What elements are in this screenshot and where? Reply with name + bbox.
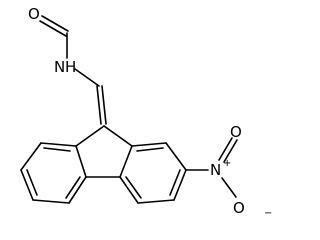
- right-ring-bond-4: [173, 169, 187, 201]
- c9-c8a-bond: [103, 125, 133, 147]
- formyl-oxygen-label: O: [28, 5, 40, 23]
- right-ring-inner-2: [169, 169, 181, 196]
- five-membered-ring: [75, 125, 133, 178]
- nitro-oxygen-top-label: O: [230, 123, 242, 141]
- right-ring-bond-3: [137, 199, 175, 204]
- right-ring-inner-1: [125, 176, 142, 199]
- left-ring-inner-3: [65, 176, 81, 199]
- c-o-double-bond-b: [39, 20, 67, 37]
- amide-nitrogen-label: N: [54, 58, 65, 76]
- nitro-plus-charge: +: [223, 158, 231, 169]
- right-ring-bond-2: [119, 176, 139, 204]
- n-o-single-bond: [221, 177, 237, 198]
- amide-hydrogen-label: H: [65, 58, 76, 76]
- c9-c9a-bond: [75, 125, 105, 147]
- left-ring-bond-1: [40, 142, 77, 147]
- formyl-group: [39, 15, 107, 125]
- right-ring-bond-6: [131, 142, 167, 147]
- c-o-double-bond-a: [41, 15, 69, 32]
- left-ring-bond-6: [75, 145, 87, 178]
- exocyclic-double-bond-a: [96, 85, 102, 125]
- n-o-double-bond-a: [218, 137, 233, 161]
- right-benzene-ring: [119, 142, 187, 204]
- molecule-structure: O N H N + O O −: [20, 5, 272, 219]
- n-o-double-bond-b: [223, 139, 238, 163]
- nitro-group: [185, 137, 238, 198]
- nitro-nitrogen-label: N: [210, 161, 221, 179]
- exocyclic-double-bond-b: [101, 85, 107, 125]
- nitro-oxygen-bottom-label: O: [233, 199, 245, 217]
- n-ch-bond: [74, 68, 100, 87]
- nitro-minus-charge: −: [264, 208, 272, 219]
- left-ring-inner-1: [43, 147, 71, 152]
- right-ring-bond-1: [119, 145, 133, 178]
- left-benzene-ring: [20, 142, 87, 204]
- left-ring-bond-5: [68, 176, 87, 204]
- right-ring-inner-3: [136, 147, 164, 152]
- left-ring-bond-3: [20, 169, 34, 201]
- left-ring-bond-2: [20, 142, 42, 171]
- left-ring-bond-4: [32, 199, 70, 204]
- left-ring-inner-2: [26, 169, 38, 196]
- right-ring-bond-5: [165, 142, 187, 171]
